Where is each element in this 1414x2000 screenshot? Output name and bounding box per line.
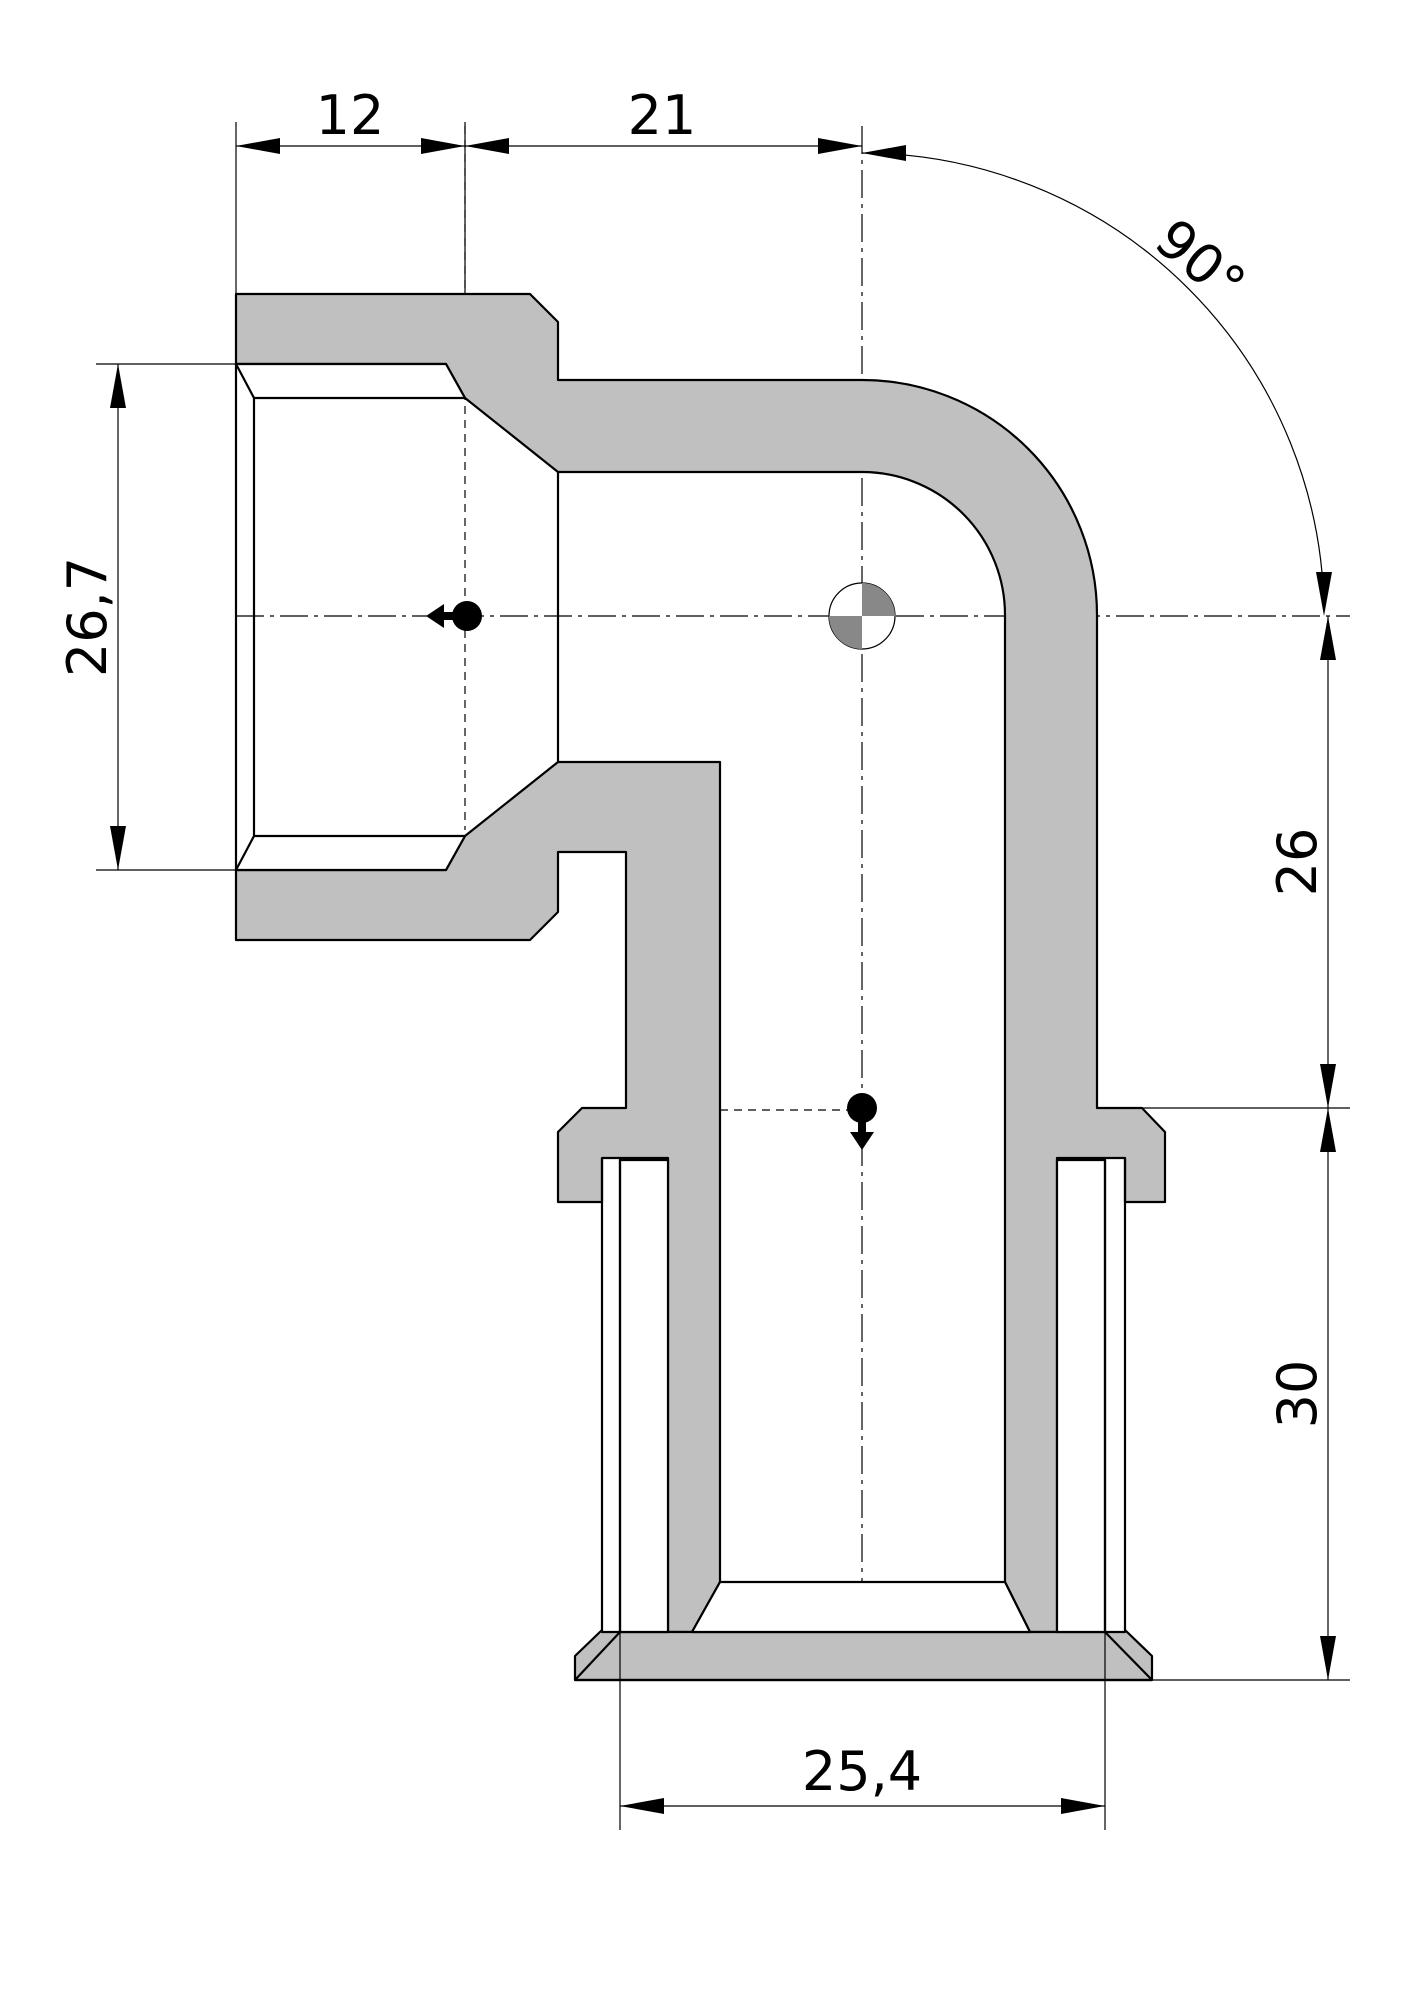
spigot-end-taper (690, 1580, 1032, 1634)
dimension-center-offset: 21 (628, 84, 697, 147)
dimension-spigot-length: 30 (1266, 1360, 1329, 1429)
socket-reference-mark (426, 601, 482, 631)
spigot-reference-mark (847, 1093, 877, 1150)
dimension-socket-depth: 12 (316, 84, 385, 147)
right-sleeve-gap (1055, 1158, 1107, 1634)
spigot-flange (573, 1628, 1154, 1682)
socket-upper-wall (234, 292, 1167, 1634)
dimension-vertical-offset: 26 (1266, 828, 1329, 897)
dimension-thread-diameter: 26,7 (56, 363, 236, 871)
dimension-top: 12 21 (235, 84, 906, 294)
dimension-spigot-diameter-label: 25,4 (802, 1740, 922, 1803)
flange-taper-right (1104, 1631, 1153, 1681)
spigot-bore (574, 1158, 1153, 1682)
dimension-right: 26 30 (1097, 616, 1350, 1681)
fitting-section (234, 292, 1167, 1682)
center-lines (236, 126, 1350, 1680)
center-of-bend-mark (828, 582, 896, 650)
socket-thread-upper (234, 362, 467, 400)
dimension-angle: 90° (861, 152, 1332, 616)
dimension-thread-diameter-label: 26,7 (56, 557, 119, 677)
socket-thread-lower (234, 834, 467, 872)
left-sleeve-gap (618, 1158, 670, 1634)
socket-bore (234, 362, 560, 872)
flange-taper-left (574, 1631, 621, 1681)
dimension-spigot-diameter: 25,4 (619, 1632, 1106, 1830)
dimension-angle-label: 90° (1143, 207, 1257, 317)
